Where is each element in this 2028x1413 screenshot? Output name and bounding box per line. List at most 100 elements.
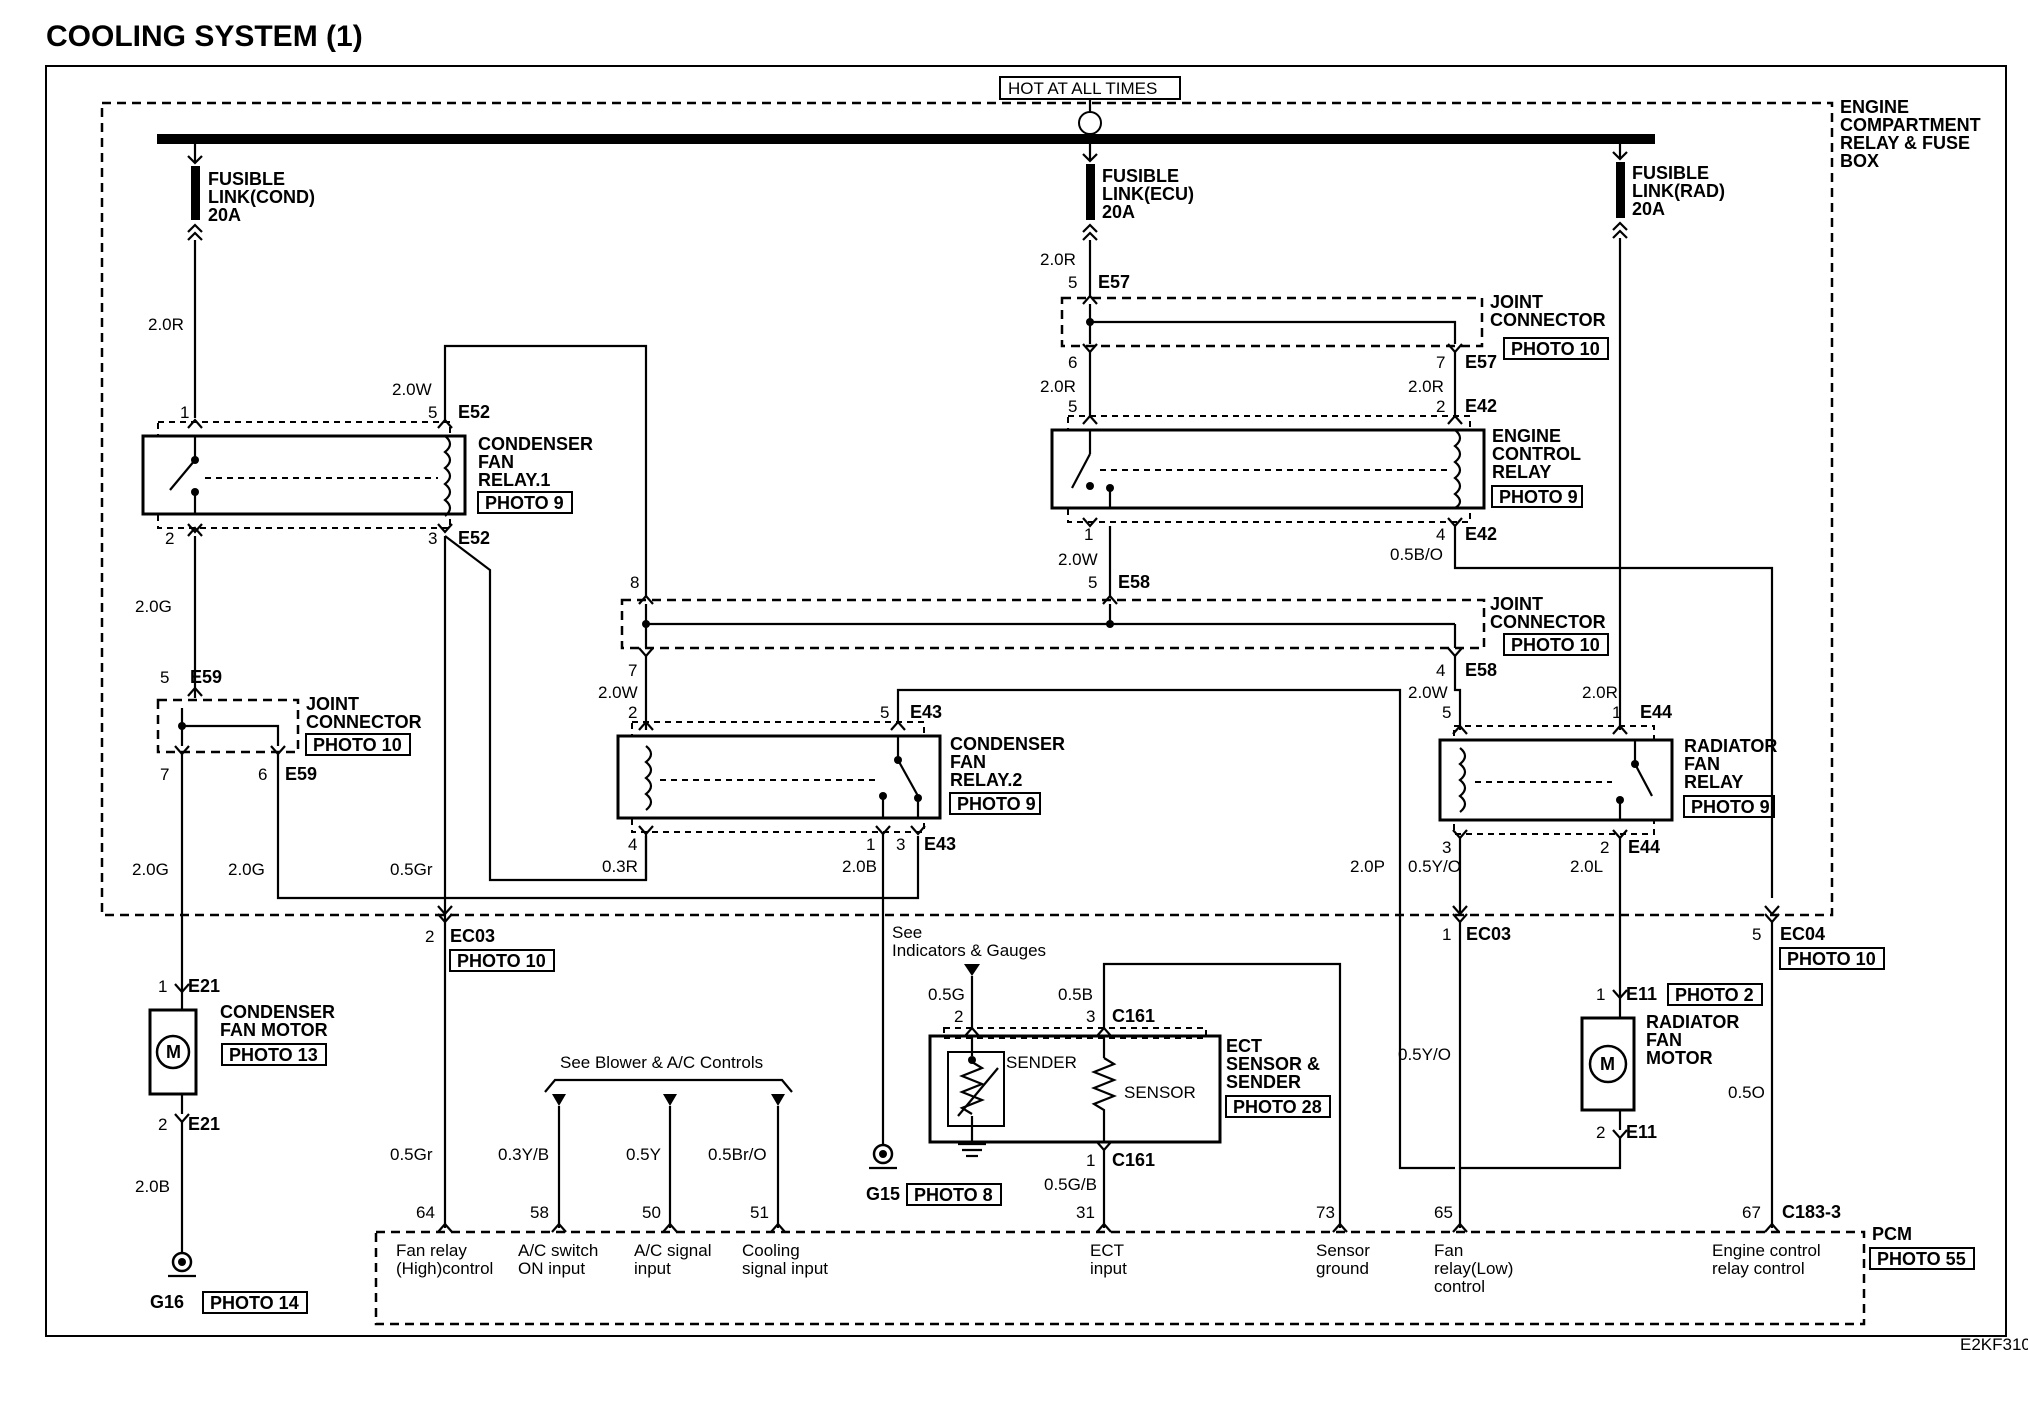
label-fuse_box-l1: ENGINE <box>1840 97 1909 117</box>
label-pcm_pins-ect-l1: ECT <box>1090 1241 1124 1260</box>
label-pins-p31: 31 <box>1076 1203 1095 1222</box>
label-pins-p4: 4 <box>1436 661 1445 680</box>
label-fusible-rad-l3: 20A <box>1632 199 1665 219</box>
label-connectors-E58: E58 <box>1465 660 1497 680</box>
label-components-ecr-l2: CONTROL <box>1492 444 1581 464</box>
label-fuse_box-l3: RELAY & FUSE <box>1840 133 1970 153</box>
label-pins-p5: 5 <box>1752 925 1761 944</box>
label-fusible-rad-l2: LINK(RAD) <box>1632 181 1725 201</box>
label-pins-p5: 5 <box>1068 397 1077 416</box>
gauge-signal-icon <box>964 964 980 976</box>
outer-frame <box>45 65 2007 1337</box>
photo-badge-ec04 <box>1779 947 1885 970</box>
label-wires-l20: 2.0L <box>1570 857 1603 876</box>
label-wires-w20: 2.0W <box>1058 550 1098 569</box>
label-connectors-E43: E43 <box>910 702 942 722</box>
label-photo-p8: PHOTO 8 <box>914 1185 993 1205</box>
label-pins-p5: 5 <box>1068 273 1077 292</box>
label-connectors-E52: E52 <box>458 402 490 422</box>
label-pins-p6: 6 <box>258 765 267 784</box>
label-wires-r20: 2.0R <box>1040 377 1076 396</box>
label-wires-w20: 2.0W <box>392 380 432 399</box>
label-photo-p55: PHOTO 55 <box>1877 1249 1966 1269</box>
label-pcm_pins-fan_lo-l2: relay(Low) <box>1434 1259 1513 1278</box>
label-photo-p2: PHOTO 2 <box>1675 985 1754 1005</box>
label-components-joint-l2: CONNECTOR <box>306 712 422 732</box>
label-pins-p3: 3 <box>1442 838 1451 857</box>
ground-g16-icon <box>168 1251 196 1278</box>
label-components-cfr2-l1: CONDENSER <box>950 734 1065 754</box>
label-components-rfm-l2: FAN <box>1646 1030 1682 1050</box>
label-wires-gr05: 0.5Gr <box>390 860 433 879</box>
label-components-rfr-l2: FAN <box>1684 754 1720 774</box>
label-pins-p51: 51 <box>750 1203 769 1222</box>
label-fusible-ecu-l1: FUSIBLE <box>1102 166 1179 186</box>
joint-connector-e57: JOINT CONNECTOR PHOTO 10 <box>1060 292 1609 360</box>
fuse-box-boundary <box>100 101 1834 917</box>
engine-control-relay: ENGINE CONTROL RELAY PHOTO 9 <box>1050 414 1583 528</box>
label-pins-p2: 2 <box>1596 1123 1605 1142</box>
label-components-ecr-l1: ENGINE <box>1492 426 1561 446</box>
page-title: COOLING SYSTEM (1) <box>46 20 363 53</box>
label-components-ect-l3: SENDER <box>1226 1072 1301 1092</box>
label-pins-p50: 50 <box>642 1203 661 1222</box>
label-fusible-cond-l1: FUSIBLE <box>208 169 285 189</box>
label-pins-p64: 64 <box>416 1203 435 1222</box>
label-components-ect-l2: SENSOR & <box>1226 1054 1320 1074</box>
label-pcm_pins-ac_sw-l2: ON input <box>518 1259 585 1278</box>
label-connectors-E57: E57 <box>1098 272 1130 292</box>
label-fusible-cond-l3: 20A <box>208 205 241 225</box>
label-wires-b05: 0.5B <box>1058 985 1093 1004</box>
label-pcm_pins-cool-l1: Cooling <box>742 1241 800 1260</box>
label-connectors-EC03: EC03 <box>450 926 495 946</box>
label-pins-p5: 5 <box>428 403 437 422</box>
fusible-link-rad: FUSIBLE LINK(RAD) 20A <box>1612 144 1725 239</box>
radiator-fan-motor: M RADIATOR FAN MOTOR <box>1580 998 1739 1130</box>
label-pins-p1: 1 <box>1442 925 1451 944</box>
label-pcm_pins-ecrc-l1: Engine control <box>1712 1241 1821 1260</box>
label-pins-p7: 7 <box>1436 353 1445 372</box>
label-components-joint-l2: CONNECTOR <box>1490 310 1606 330</box>
label-photo-p28: PHOTO 28 <box>1233 1097 1322 1117</box>
label-pcm_pins-ect-l2: input <box>1090 1259 1127 1278</box>
label-fuse_box-l4: BOX <box>1840 151 1879 171</box>
label-components-joint-l2: CONNECTOR <box>1490 612 1606 632</box>
label-connectors-E43: E43 <box>924 834 956 854</box>
label-pins-p2: 2 <box>165 529 174 548</box>
label-components-cfm-l2: FAN MOTOR <box>220 1020 328 1040</box>
label-connectors-E59: E59 <box>190 667 222 687</box>
label-pins-p2: 2 <box>425 927 434 946</box>
fusible-link-cond: FUSIBLE LINK(COND) 20A <box>187 144 315 241</box>
label-wires-bo05: 0.5B/O <box>1390 545 1443 564</box>
label-pcm_pins-ecrc-l2: relay control <box>1712 1259 1805 1278</box>
label-pins-p2: 2 <box>1600 838 1609 857</box>
label-wires-b20: 2.0B <box>135 1177 170 1196</box>
label-connectors-E21: E21 <box>188 976 220 996</box>
label-pins-p5: 5 <box>1442 703 1451 722</box>
label-wires-w20: 2.0W <box>598 683 638 702</box>
label-pins-p1: 1 <box>158 977 167 996</box>
label-components-cfr1-l2: FAN <box>478 452 514 472</box>
label-connectors-E42: E42 <box>1465 524 1497 544</box>
label-pcm_pins-ac_sig-l2: input <box>634 1259 671 1278</box>
label-wires-yb03: 0.3Y/B <box>498 1145 549 1164</box>
label-components-rfr-l1: RADIATOR <box>1684 736 1777 756</box>
label-fusible-ecu-l3: 20A <box>1102 202 1135 222</box>
label-pins-p3: 3 <box>428 529 437 548</box>
label-wires-g20: 2.0G <box>228 860 265 879</box>
photo-badge-g15 <box>906 1183 1002 1206</box>
label-fusible-ecu-l2: LINK(ECU) <box>1102 184 1194 204</box>
condenser-fan-motor: M CONDENSER FAN MOTOR PHOTO 13 <box>148 992 335 1114</box>
label-wires-w20: 2.0W <box>1408 683 1448 702</box>
label-connectors-E57: E57 <box>1465 352 1497 372</box>
label-connectors-E58: E58 <box>1118 572 1150 592</box>
label-photo-p9: PHOTO 9 <box>485 493 564 513</box>
label-components-joint-l1: JOINT <box>1490 594 1543 614</box>
label-components-rfm-l3: MOTOR <box>1646 1048 1713 1068</box>
label-pins-p58: 58 <box>530 1203 549 1222</box>
label-components-rfm-m: M <box>1600 1054 1615 1074</box>
label-pins-p5: 5 <box>1088 573 1097 592</box>
label-photo-p9: PHOTO 9 <box>1499 487 1578 507</box>
label-wires-g20: 2.0G <box>135 597 172 616</box>
